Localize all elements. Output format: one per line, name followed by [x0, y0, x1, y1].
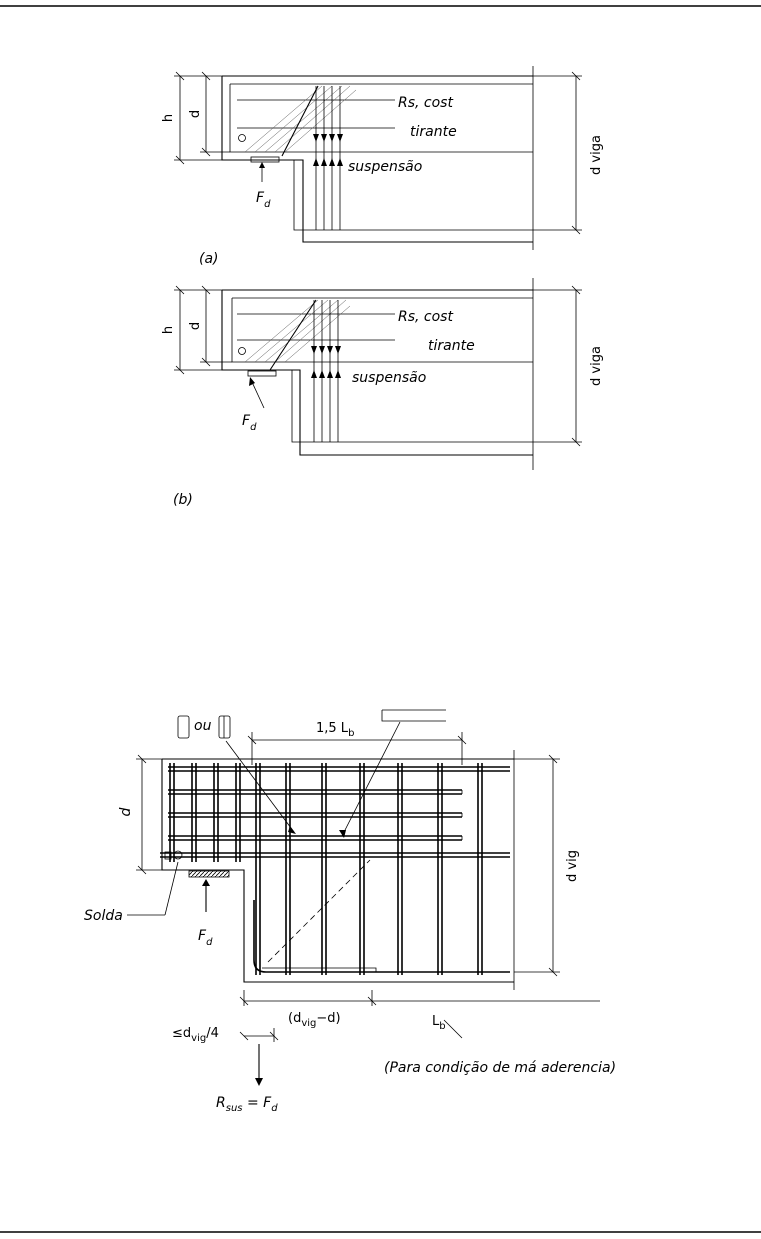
fig-c-leader-bar — [342, 722, 400, 836]
fig-a-label-d: d — [188, 110, 203, 118]
fig-b-force-arrowhead — [249, 377, 255, 386]
fig-b-label-rs: Rs, cost — [398, 309, 453, 325]
fig-c-strut-dashed — [268, 860, 370, 962]
fig-a-label-rs: Rs, cost — [398, 95, 453, 111]
fig-a-force-arrowhead — [259, 162, 265, 168]
fig-c-label-le-dvig4: ≤dvig/4 — [172, 1026, 219, 1044]
fig-c-longitudinal-bars — [160, 767, 510, 857]
fig-b-label-d: d — [188, 322, 203, 330]
fig-a-label-suspensao: suspensão — [348, 159, 422, 175]
fig-a-stirrups — [316, 86, 340, 230]
fig-c-stirrup-symbol-2 — [219, 716, 230, 738]
fig-c-label-f: Fd — [198, 928, 213, 948]
fig-a-label-dviga: d viga — [589, 135, 604, 175]
fig-a-arrows — [313, 134, 343, 166]
fig-b-inner — [232, 298, 533, 362]
fig-c-bearing-plate — [189, 871, 229, 877]
fig-c-label-ou: ou — [194, 718, 212, 734]
fig-b-label-tirante: tirante — [428, 338, 475, 354]
fig-c-label-rsus: Rsus = Fd — [216, 1095, 278, 1114]
fig-a-strut-main — [282, 86, 318, 156]
fig-b-stirrups — [314, 300, 338, 442]
fig-a-label-tirante: tirante — [410, 124, 457, 140]
fig-b-label-f: Fd — [242, 413, 257, 433]
fig-c-rsus-arrowhead — [255, 1078, 263, 1086]
fig-b-label-suspensao: suspensão — [352, 370, 426, 386]
fig-b-label-h: h — [161, 326, 176, 334]
fig-b-bearing-plate — [248, 371, 276, 376]
fig-c-force-arrowhead — [202, 879, 210, 886]
fig-c-leader-lb — [444, 1020, 462, 1038]
figure-c: ou 1,5 Lb — [84, 710, 616, 1114]
fig-b-strut-hatch — [245, 300, 350, 362]
fig-b-bar-circle — [239, 348, 246, 355]
fig-b-force-arrow — [252, 382, 264, 408]
fig-b-label-dviga: d viga — [589, 346, 604, 386]
fig-c-label-lb: Lb — [432, 1014, 446, 1032]
fig-a-inner — [230, 84, 533, 152]
fig-c-label-dvig: d vig — [565, 850, 580, 882]
fig-c-bar-symbol — [382, 710, 446, 721]
fig-a-label-h: h — [161, 114, 176, 122]
fig-a-bar-circle — [239, 135, 246, 142]
figure-a: h d Rs, cost tirante suspensão Fd d viga… — [161, 66, 604, 267]
fig-c-bottom-bar — [254, 900, 510, 972]
fig-c-stirrup-symbol-1 — [178, 716, 189, 738]
fig-a-label-f: Fd — [256, 190, 271, 210]
fig-c-label-dvig-minus-d: (dvig−d) — [288, 1011, 341, 1029]
fig-a-caption: (a) — [199, 251, 219, 267]
fig-c-label-note: (Para condição de má aderencia) — [384, 1060, 616, 1076]
fig-c-label-solda: Solda — [84, 908, 123, 924]
fig-c-label-d: d — [118, 807, 134, 816]
figure-b: h d Rs, cost tirante suspensão Fd d viga… — [161, 278, 604, 508]
fig-c-label-15lb: 1,5 Lb — [316, 721, 354, 739]
fig-b-caption: (b) — [173, 492, 193, 508]
